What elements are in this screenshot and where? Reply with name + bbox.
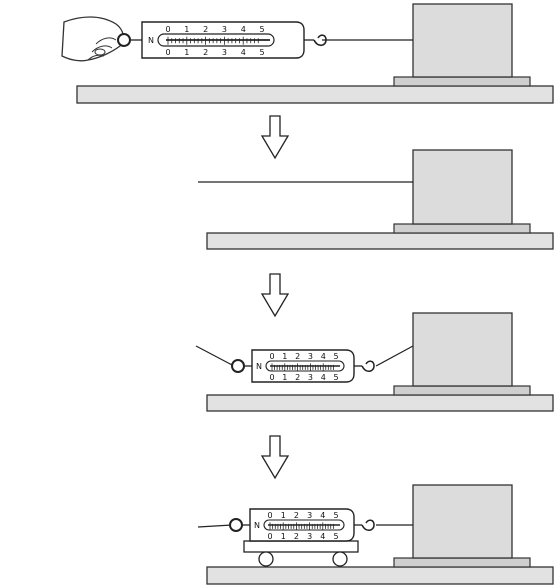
scale-tick-top-5: 5 — [260, 25, 265, 34]
scale-tick-bottom-0: 0 — [166, 48, 171, 57]
scale-tick-bottom-4: 4 — [321, 373, 326, 382]
scale-unit-label-3: N — [256, 362, 262, 371]
wooden-block-3 — [412, 312, 513, 387]
scale-tick-top-3: 3 — [307, 511, 312, 520]
scale-tick-bottom-1: 1 — [282, 373, 287, 382]
scale-tick-bottom-1: 1 — [281, 532, 286, 541]
scale-tick-bottom-5: 5 — [334, 532, 339, 541]
step-2-box-pull — [198, 149, 554, 250]
scale-tick-top-5: 5 — [334, 511, 339, 520]
table-1 — [76, 85, 554, 104]
scale-tick-top-0: 0 — [166, 25, 171, 34]
block-base-4 — [393, 557, 531, 568]
wooden-block-4 — [412, 484, 513, 559]
table-2 — [206, 232, 554, 250]
scale-tick-top-3: 3 — [308, 352, 313, 361]
scale-tick-top-1: 1 — [282, 352, 287, 361]
wooden-block-1 — [412, 3, 513, 78]
block-base-2 — [393, 223, 531, 234]
scale-tick-top-2: 2 — [295, 352, 300, 361]
scale-unit-label-1: N — [148, 36, 154, 45]
scale-tick-bottom-2: 2 — [295, 373, 300, 382]
scale-tick-bottom-3: 3 — [308, 373, 313, 382]
scale-tick-top-0: 0 — [268, 511, 273, 520]
scale-tick-top-1: 1 — [184, 25, 189, 34]
scale-tick-bottom-4: 4 — [241, 48, 246, 57]
scale-unit-label-4: N — [254, 521, 260, 530]
scale-tick-top-5: 5 — [334, 352, 339, 361]
scale-tick-top-4: 4 — [241, 25, 246, 34]
step-1-hand-pull: 0 0 1 1 2 2 3 3 4 4 5 5 N — [61, 3, 554, 104]
block-base-1 — [393, 76, 531, 87]
scale-tick-bottom-2: 2 — [203, 48, 208, 57]
string-3a — [195, 345, 235, 367]
scale-tick-top-1: 1 — [281, 511, 286, 520]
scale-tick-bottom-4: 4 — [320, 532, 325, 541]
string-3b — [375, 345, 414, 367]
scale-tick-top-4: 4 — [321, 352, 326, 361]
scale-tick-top-3: 3 — [222, 25, 227, 34]
down-arrow-icon-1 — [260, 115, 290, 160]
cart — [243, 540, 359, 567]
scale-tick-bottom-2: 2 — [294, 532, 299, 541]
block-base-3 — [393, 385, 531, 396]
down-arrow-icon-2 — [260, 273, 290, 318]
scale-tick-bottom-0: 0 — [270, 373, 275, 382]
down-arrow-icon-3 — [260, 435, 290, 480]
scale-tick-bottom-0: 0 — [268, 532, 273, 541]
scale-tick-top-0: 0 — [270, 352, 275, 361]
scale-tick-bottom-5: 5 — [334, 373, 339, 382]
scale-tick-bottom-5: 5 — [260, 48, 265, 57]
wooden-block-2 — [412, 149, 513, 225]
string-4a — [197, 524, 233, 528]
scale-ticks-1: 0 0 1 1 2 2 3 3 4 4 5 5 — [166, 25, 265, 57]
scale-tick-bottom-1: 1 — [184, 48, 189, 57]
hand-icon — [61, 16, 125, 62]
table-4 — [206, 566, 554, 585]
scale-tick-top-2: 2 — [203, 25, 208, 34]
scale-tick-top-2: 2 — [294, 511, 299, 520]
table-3 — [206, 394, 554, 412]
scale-tick-top-4: 4 — [320, 511, 325, 520]
spring-scale-1: 0 0 1 1 2 2 3 3 4 4 5 5 N — [117, 21, 327, 59]
scale-tick-bottom-3: 3 — [307, 532, 312, 541]
scale-tick-bottom-3: 3 — [222, 48, 227, 57]
